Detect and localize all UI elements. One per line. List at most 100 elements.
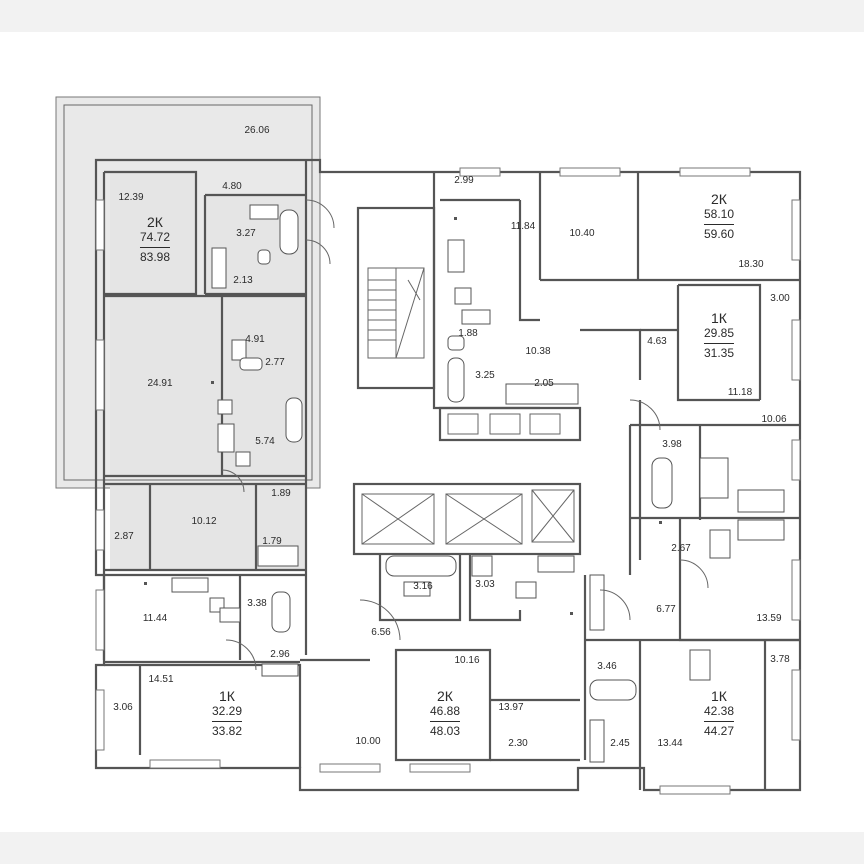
radiator: [211, 247, 227, 289]
room-area: 2.96: [270, 649, 290, 660]
window: [459, 167, 501, 177]
room-area: 13.59: [756, 613, 782, 624]
wall: [104, 170, 198, 296]
room-area: 24.91: [147, 378, 173, 389]
wall: [104, 482, 306, 572]
room-area: 3.46: [597, 661, 617, 672]
wall: [432, 172, 640, 410]
window: [95, 339, 105, 411]
marker: [570, 612, 573, 615]
apartment-type: 1К: [219, 688, 235, 704]
marker: [144, 582, 147, 585]
wall: [104, 663, 302, 768]
door-swing: [305, 239, 331, 265]
room-area: 13.97: [498, 702, 524, 713]
room-area: 6.56: [371, 627, 391, 638]
room-area: 12.39: [118, 192, 144, 203]
window: [95, 509, 105, 551]
room-area: 1.88: [458, 328, 478, 339]
apartment-total-area: 83.98: [139, 247, 171, 265]
sink: [235, 451, 251, 467]
washbasin: [461, 309, 491, 325]
wall: [490, 698, 580, 762]
elevator-cross: [531, 489, 575, 543]
bathtub: [447, 357, 465, 403]
elevator-cross: [445, 493, 523, 545]
washbasin: [249, 204, 279, 220]
wall: [638, 278, 800, 402]
bathtub: [651, 457, 673, 509]
apartment-total-area: 59.60: [703, 224, 735, 242]
window: [149, 759, 221, 769]
shaded-room: [110, 484, 256, 570]
door-swing: [359, 599, 401, 641]
window: [95, 589, 105, 651]
door-swing: [629, 399, 661, 431]
washbasin: [689, 649, 711, 681]
room-area: 1.89: [271, 488, 291, 499]
stove: [217, 423, 235, 453]
washbasin: [515, 581, 537, 599]
apartment-label: 2К 58.10 59.60: [703, 191, 735, 242]
room-area: 4.63: [647, 336, 667, 347]
room-area: 18.30: [738, 259, 764, 270]
apartment-type: 2К: [147, 214, 163, 230]
elevator-car: [531, 489, 575, 543]
wall: [638, 328, 678, 560]
window: [791, 559, 801, 621]
window: [95, 199, 105, 251]
room-area: 2.13: [233, 275, 253, 286]
wall: [203, 193, 305, 296]
radiator: [257, 545, 299, 567]
stove: [447, 239, 465, 273]
toilet: [239, 357, 263, 371]
room-area: 11.84: [510, 221, 536, 232]
elevator-cross: [361, 493, 435, 545]
window: [791, 319, 801, 381]
cabinet: [709, 529, 731, 559]
room-area: 10.16: [454, 655, 480, 666]
window: [791, 669, 801, 741]
apartment-living-area: 74.72: [139, 230, 171, 244]
apartment-total-area: 31.35: [703, 343, 735, 361]
door-swing: [305, 199, 335, 229]
apartment-living-area: 46.88: [429, 704, 461, 718]
room-area: 10.38: [525, 346, 551, 357]
cabinet: [471, 555, 493, 577]
stove: [737, 489, 785, 513]
window: [319, 763, 381, 773]
marker: [211, 381, 214, 384]
room-area: 2.45: [610, 738, 630, 749]
bathtub: [589, 679, 637, 701]
washbasin: [403, 581, 431, 597]
room-area: 2.77: [265, 357, 285, 368]
bathtub: [285, 397, 303, 443]
room-area: 2.05: [534, 378, 554, 389]
room-area: 3.38: [247, 598, 267, 609]
toilet: [447, 335, 465, 351]
room-area: 2.67: [671, 543, 691, 554]
cabinet: [447, 413, 479, 435]
cabinet: [529, 413, 561, 435]
cabinet: [489, 413, 521, 435]
apartment-total-area: 48.03: [429, 721, 461, 739]
stove: [737, 519, 785, 541]
room-area: 5.74: [255, 436, 275, 447]
window: [679, 167, 751, 177]
room-area: 3.27: [236, 228, 256, 239]
marker: [659, 521, 662, 524]
elevator-hall-wall: [352, 482, 582, 556]
cabinet: [231, 339, 247, 361]
stair-treads: [368, 267, 425, 359]
room-area: 11.18: [727, 387, 753, 398]
shaded-room: [110, 172, 196, 294]
shaded-room: [222, 296, 306, 476]
wall: [440, 198, 540, 322]
marker: [454, 217, 457, 220]
room-area: 3.06: [113, 702, 133, 713]
apartment-label: 2К 74.72 83.98: [139, 214, 171, 265]
elevator-car: [361, 493, 435, 545]
door-swing: [221, 469, 245, 493]
door-swing: [225, 639, 257, 671]
